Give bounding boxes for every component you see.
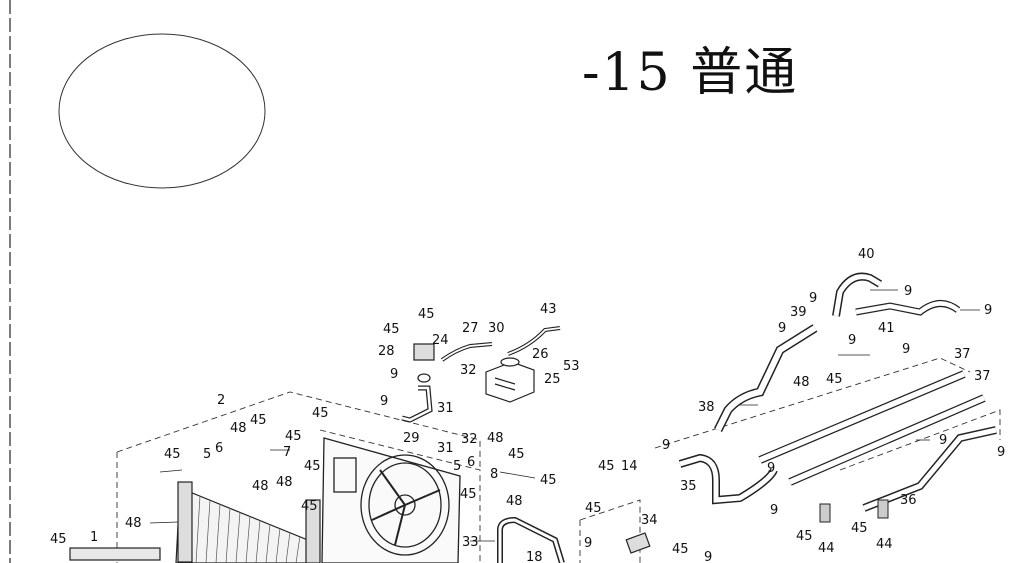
callout-8: 8 — [490, 467, 498, 482]
callout-9c: 9 — [704, 550, 712, 563]
callout-9n: 9 — [939, 433, 947, 448]
diagram-title: -15 普通 — [582, 43, 799, 103]
callout-9m: 9 — [902, 342, 910, 357]
callout-43m: 45 — [672, 542, 689, 557]
long-pipes — [758, 370, 986, 486]
callout-40: 44 — [818, 541, 835, 556]
callout-30: 32 — [460, 363, 477, 378]
callout-25: 27 — [462, 321, 479, 336]
callout-43: 45 — [250, 413, 267, 428]
valve-32 — [625, 532, 651, 554]
callout-5: 5 — [203, 447, 211, 462]
callout-39: 41 — [878, 321, 895, 336]
callout-33: 35 — [680, 479, 697, 494]
callout-27: 29 — [403, 431, 420, 446]
callout-43i: 45 — [540, 473, 557, 488]
callout-29b: 31 — [437, 441, 454, 456]
callout-43d: 45 — [50, 532, 67, 547]
callout-6b: 6 — [467, 455, 475, 470]
callout-26: 28 — [378, 344, 395, 359]
callout-9h: 9 — [778, 321, 786, 336]
callout-35b: 37 — [974, 369, 991, 384]
leader-lines — [149, 289, 980, 542]
coolant-reservoir — [485, 357, 535, 403]
callout-48: 48 — [793, 375, 810, 390]
callout-9k: 9 — [984, 303, 992, 318]
callout-43j: 45 — [460, 487, 477, 502]
callout-35: 37 — [954, 347, 971, 362]
callout-44d: 48 — [125, 516, 142, 531]
callout-43c: 45 — [304, 459, 321, 474]
callout-9l: 9 — [848, 333, 856, 348]
callout-9o: 9 — [997, 445, 1005, 460]
ellipse-mark — [58, 33, 266, 189]
callout-43f: 45 — [383, 322, 400, 337]
callout-45c: 45 — [796, 529, 813, 544]
thermostat-housing — [401, 343, 435, 423]
callout-2: 2 — [217, 393, 225, 408]
callout-45d: 45 — [851, 521, 868, 536]
callout-38: 40 — [858, 247, 875, 262]
callout-32: 34 — [641, 513, 658, 528]
callout-44c: 48 — [276, 475, 293, 490]
callout-40b: 44 — [876, 537, 893, 552]
radiator — [69, 481, 321, 563]
callout-18: 18 — [526, 550, 543, 563]
callout-43k: 45 — [598, 459, 615, 474]
fan-shroud — [321, 437, 461, 563]
callout-9e: 9 — [662, 438, 670, 453]
clamp-40a — [819, 503, 831, 523]
callout-28b: 30 — [488, 321, 505, 336]
callout-14: 14 — [621, 459, 638, 474]
callout-29: 31 — [437, 401, 454, 416]
callout-43g: 45 — [418, 307, 435, 322]
callout-45: 45 — [164, 447, 181, 462]
callout-43e: 45 — [312, 406, 329, 421]
callout-23: 25 — [544, 372, 561, 387]
callout-43l: 45 — [585, 501, 602, 516]
dashed-outlines — [116, 357, 1001, 563]
callout-7: 7 — [283, 445, 291, 460]
callout-9g: 9 — [770, 503, 778, 518]
callout-37: 39 — [790, 305, 807, 320]
callout-44e: 48 — [487, 431, 504, 446]
callout-1: 1 — [90, 530, 98, 545]
callout-6: 6 — [215, 441, 223, 456]
callout-5b: 5 — [453, 459, 461, 474]
callout-43n: 45 — [826, 372, 843, 387]
callout-53: 53 — [563, 359, 580, 374]
callout-45b: 45 — [301, 499, 318, 514]
callout-41: 43 — [540, 302, 557, 317]
callout-9d: 9 — [584, 536, 592, 551]
callout-9b: 9 — [380, 394, 388, 409]
clamp-40b — [877, 499, 889, 519]
callout-9f: 9 — [767, 461, 775, 476]
callout-44f: 48 — [506, 494, 523, 509]
callout-9: 9 — [390, 367, 398, 382]
callout-44: 48 — [230, 421, 247, 436]
callout-43h: 45 — [508, 447, 525, 462]
callout-43b: 45 — [285, 429, 302, 444]
callout-30b: 32 — [461, 432, 478, 447]
callout-31: 33 — [462, 535, 479, 550]
callout-9j: 9 — [904, 284, 912, 299]
callout-44b: 48 — [252, 479, 269, 494]
callout-36: 38 — [698, 400, 715, 415]
callout-9i: 9 — [809, 291, 817, 306]
callout-28: 24 — [432, 333, 449, 348]
callout-24: 26 — [532, 347, 549, 362]
callout-34: 36 — [900, 493, 917, 508]
